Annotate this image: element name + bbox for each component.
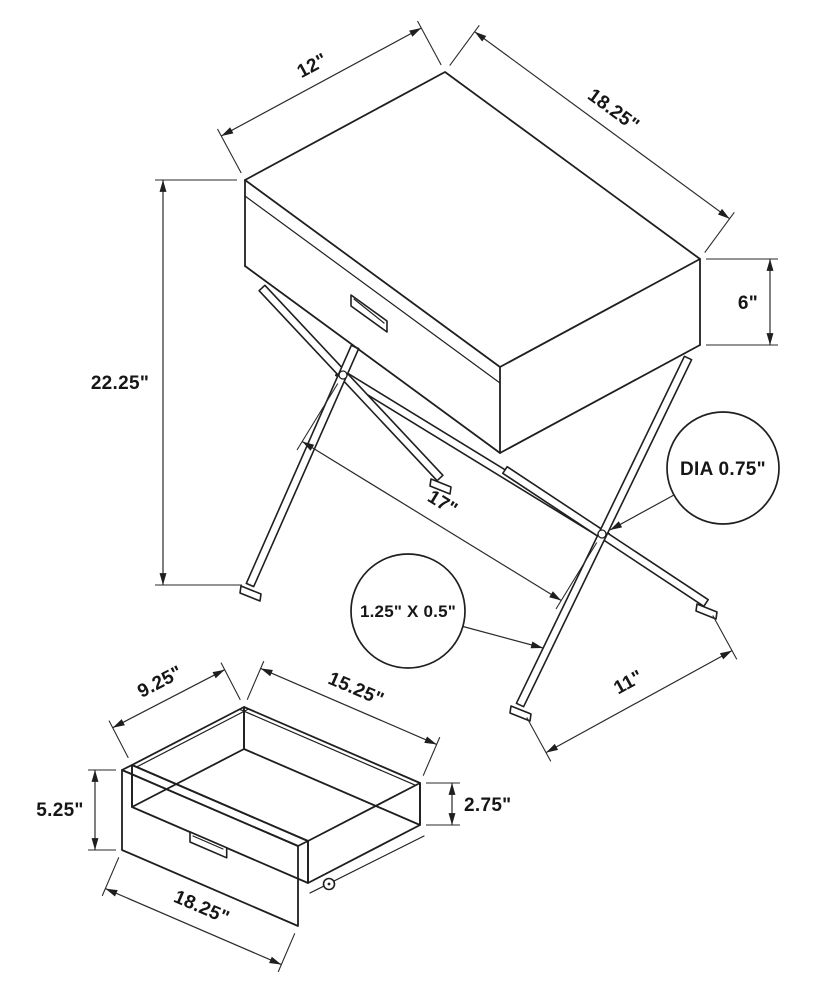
extension-line (108, 720, 129, 759)
drawer-handle (189, 831, 228, 859)
dimension-inner-width: 15.25" (246, 660, 441, 776)
callout-circle (666, 411, 780, 525)
dimension-line (474, 31, 730, 220)
left-wall-thickness-line (136, 708, 250, 768)
callout-stretcher-diameter: DIA 0.75" (609, 411, 780, 531)
callout-leg-profile: 1.25" X 0.5" (350, 553, 544, 669)
foot-front-right (509, 705, 532, 722)
dimension-line (545, 650, 733, 754)
bottom-front-edge (244, 265, 501, 454)
foot-front-left (239, 585, 262, 602)
dimension-side-height: 2.75" (426, 782, 512, 826)
dimension-line (260, 667, 437, 745)
dimension-label: 11" (610, 666, 646, 699)
dimension-label: 15.25" (325, 668, 387, 710)
extension-line (220, 662, 241, 701)
dimension-label: 18.25" (584, 85, 643, 136)
callout-label: 1.25" X 0.5" (360, 602, 456, 621)
drawer-handle-detail (192, 835, 224, 850)
right-wall (307, 782, 421, 884)
dimension-label: 12" (294, 50, 331, 83)
rail-roller-axle (327, 882, 331, 886)
drawer-handle-detail (353, 298, 385, 324)
extension-line (217, 128, 242, 174)
drawer-seam (244, 195, 501, 384)
right-cross-bolt (597, 529, 607, 539)
back-wall (243, 706, 421, 826)
left-cross-bolt (338, 370, 348, 380)
callout-label: DIA 0.75" (680, 459, 766, 480)
drawer-body (121, 706, 425, 927)
extension-line (296, 383, 339, 451)
dimension-line (221, 27, 422, 137)
dimension-foot-spread: 11" (526, 615, 738, 762)
extension-line (246, 660, 265, 700)
main-view: 12" 18.25" 6" 22.25" 17" (91, 20, 780, 762)
dimension-box-height: 6" (706, 258, 778, 346)
leader-line (609, 494, 675, 531)
extension-line (555, 542, 598, 610)
extension-line (277, 933, 296, 973)
left-leg-front-to-back (258, 284, 444, 482)
drawer-floor (131, 748, 421, 884)
dimension-overall-height: 22.25" (91, 179, 242, 586)
dimension-line (105, 888, 282, 966)
left-wall (131, 706, 245, 808)
dimension-front-height: 5.25" (36, 769, 116, 851)
dimension-label: 2.75" (464, 795, 512, 816)
back-wall-thickness-line (239, 708, 417, 786)
extension-line (449, 24, 480, 66)
extension-line (712, 615, 738, 660)
leader-line (462, 625, 544, 649)
drawer-view: 9.25" 15.25" 5.25" 2.75" 18. (36, 660, 512, 973)
callout-circle (350, 553, 466, 669)
dimension-top-depth: 12" (217, 20, 442, 174)
front-panel-top-edge (121, 764, 309, 847)
dimension-top-width: 18.25" (449, 24, 735, 253)
dimension-line (112, 669, 225, 729)
dimension-label: 6" (738, 293, 758, 314)
extension-line (101, 857, 120, 897)
dimension-label: 17" (424, 486, 461, 520)
bottom-right-edge (499, 344, 701, 454)
dimension-line (301, 440, 562, 602)
dimension-label: 5.25" (36, 800, 84, 821)
extension-line (526, 717, 552, 762)
dimension-outer-width: 18.25" (101, 857, 296, 973)
dimension-label: 22.25" (91, 373, 149, 394)
dimension-label: 9.25" (134, 662, 186, 703)
extension-line (422, 736, 441, 776)
foot-back-right (695, 603, 718, 620)
